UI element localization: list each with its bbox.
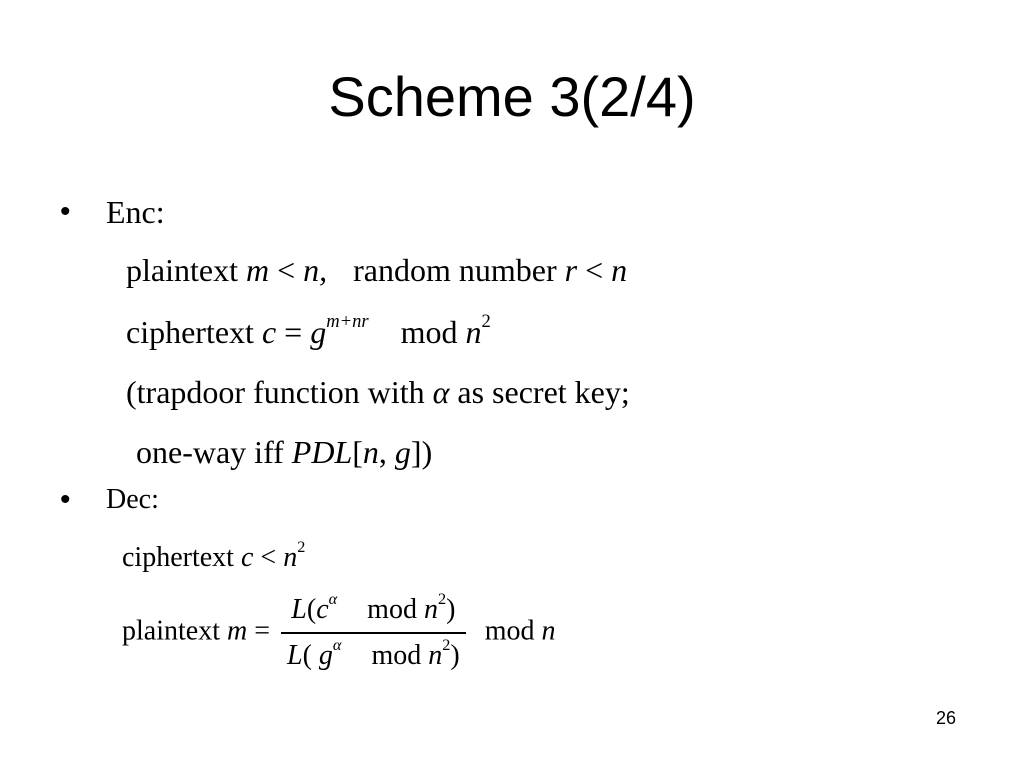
func-L: L (287, 640, 303, 671)
enc-label: Enc: (106, 194, 165, 230)
exponent-m-plus-nr: m+nr (326, 311, 369, 333)
enc-plaintext-line: plaintext m < n, random number r < n (126, 250, 627, 290)
comma: , (378, 434, 387, 470)
dec-plaintext-word: plaintext (122, 615, 220, 647)
enc-trapdoor-line: (trapdoor function with α as secret key; (126, 372, 630, 412)
var-n: n (423, 594, 438, 625)
var-r: r (564, 252, 578, 288)
var-g: g (394, 434, 411, 470)
less-than: < (277, 252, 296, 288)
var-m: m (226, 615, 248, 647)
mod-operator: mod (484, 615, 535, 647)
var-n: n (611, 252, 628, 288)
var-n: n (465, 314, 482, 350)
alpha-exponent: α (332, 636, 342, 655)
trapdoor-text: (trapdoor function with (126, 374, 425, 410)
equals: = (254, 615, 271, 647)
enc-oneway-line: one-way iff PDL[n, g]) (136, 432, 432, 472)
exponent-2: 2 (442, 636, 451, 655)
alpha-symbol: α (432, 374, 450, 410)
var-n: n (428, 640, 443, 671)
var-n: n (283, 542, 298, 573)
enc-ciphertext-word: ciphertext (126, 314, 254, 350)
random-number-word: random number (353, 252, 557, 288)
paren-close: ) (450, 640, 460, 671)
var-g: g (318, 640, 333, 671)
bullet-dec: • (60, 483, 71, 516)
fraction-denominator: L( gα mod n2) (283, 634, 464, 674)
less-than: < (260, 542, 277, 573)
func-L: L (291, 594, 307, 625)
fraction-bar (281, 632, 466, 634)
pdl-open-bracket: [ (352, 434, 363, 470)
paren-open: ( (306, 594, 317, 625)
one-way-text: one-way iff (136, 434, 284, 470)
var-n: n (362, 434, 379, 470)
var-c: c (316, 594, 329, 625)
dec-ciphertext-line: ciphertext c < n2 (122, 538, 305, 578)
mod-operator: mod (371, 640, 422, 671)
paren-open: ( (302, 640, 312, 671)
var-n-comma: n, (303, 252, 328, 288)
mod-operator: mod (367, 594, 417, 625)
dec-label: Dec: (106, 484, 159, 515)
pdl-text: PDL (291, 434, 353, 470)
secret-key-text: as secret key; (457, 374, 630, 410)
mod-operator: mod (400, 314, 458, 350)
fraction-numerator: L(cα mod n2) (283, 590, 464, 632)
paren-close: ) (446, 594, 456, 625)
decryption-fraction: L(cα mod n2) L( gα mod n2) (281, 590, 466, 674)
dec-plaintext-line: plaintext m = L(cα mod n2) L( gα mod n2)… (122, 590, 556, 674)
bullet-enc: • (60, 195, 71, 228)
equals: = (284, 314, 303, 350)
exponent-2: 2 (481, 311, 491, 333)
var-g: g (310, 314, 327, 350)
var-n: n (541, 615, 556, 647)
slide-title: Scheme 3(2/4) (328, 65, 696, 128)
dec-ciphertext-word: ciphertext (122, 542, 234, 573)
exponent-2: 2 (437, 590, 447, 609)
page-number: 26 (936, 708, 957, 728)
alpha-exponent: α (328, 590, 338, 609)
var-c: c (240, 542, 254, 573)
enc-ciphertext-line: ciphertext c = gm+nr mod n2 (126, 312, 491, 352)
var-c: c (261, 314, 277, 350)
var-m: m (245, 252, 270, 288)
pdl-close: ]) (410, 434, 433, 470)
less-than: < (585, 252, 604, 288)
enc-plaintext-word: plaintext (126, 252, 238, 288)
exponent-2: 2 (297, 538, 306, 557)
